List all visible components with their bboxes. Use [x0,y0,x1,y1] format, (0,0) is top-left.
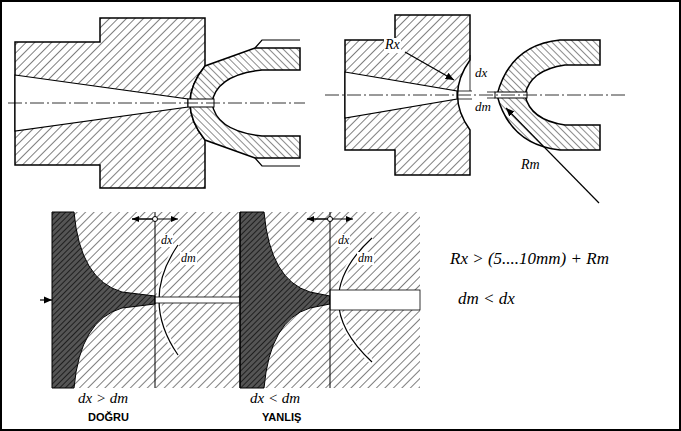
dimension-label: dx [337,234,350,247]
radius-label: Rm [520,158,541,173]
dimension-label: dx [160,234,173,247]
rule-note: dm < dx [458,290,515,308]
radius-label: Rx [384,38,401,53]
dimension-label: dx [474,66,488,80]
dimension-label: dm [180,252,197,265]
dimension-label: dm [357,252,374,265]
dimension-label: dm [474,100,492,114]
rule-note: Rx > (5....10mm) + Rm [450,250,609,268]
verdict-label: YANLIŞ [262,412,301,424]
condition-label: dx > dm [78,391,128,407]
condition-label: dx < dm [250,391,300,407]
verdict-label: DOĞRU [88,412,129,424]
